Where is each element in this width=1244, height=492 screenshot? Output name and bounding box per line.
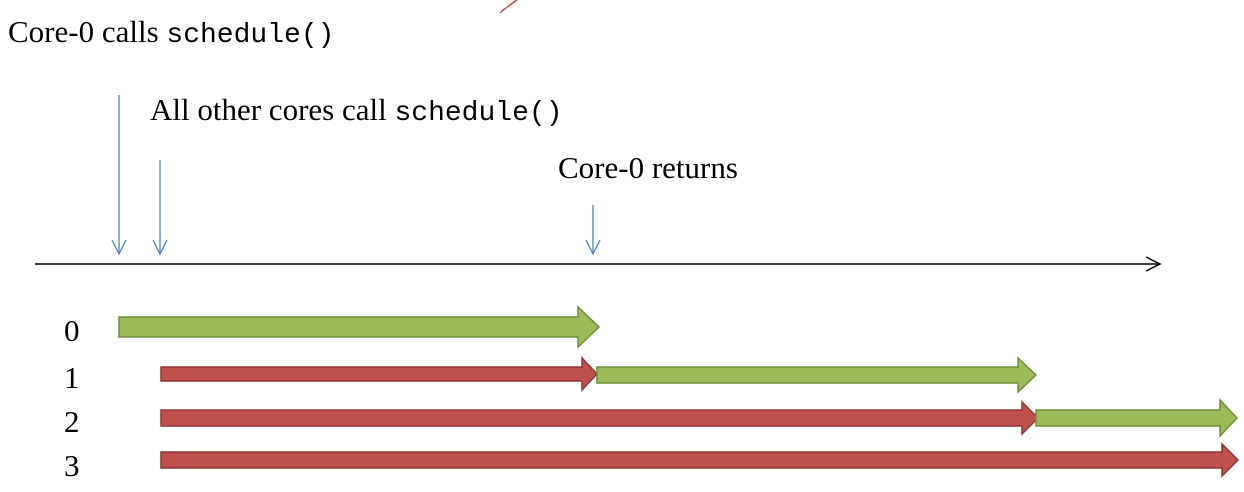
marker-others-call	[152, 160, 168, 256]
pen-icon	[499, 0, 518, 14]
timeline-axis	[35, 256, 1162, 272]
core-label-3: 3	[64, 448, 80, 483]
timeline-arrowhead	[1145, 256, 1162, 272]
core2-waiting-arrow	[160, 400, 1040, 436]
core0-calls-label: Core-0 calls schedule()	[8, 14, 334, 54]
others-call-label: All other cores call schedule()	[150, 92, 563, 132]
marker-core0-returns	[585, 205, 601, 256]
core-label-1: 1	[64, 360, 80, 395]
core2-running-arrow	[1035, 398, 1239, 438]
marker-core0-calls	[111, 95, 127, 256]
core3-waiting-arrow	[160, 442, 1240, 478]
core0-returns-label: Core-0 returns	[558, 150, 738, 185]
others-call-code: schedule()	[394, 98, 563, 129]
core0-calls-prefix: Core-0 calls	[8, 14, 167, 49]
core1-running-arrow	[596, 356, 1038, 394]
core-label-0: 0	[64, 313, 80, 348]
core-label-2: 2	[64, 404, 80, 439]
others-call-prefix: All other cores call	[150, 92, 395, 127]
core0-running-arrow	[118, 305, 601, 349]
core0-calls-code: schedule()	[166, 20, 335, 51]
core1-waiting-arrow	[160, 356, 599, 392]
